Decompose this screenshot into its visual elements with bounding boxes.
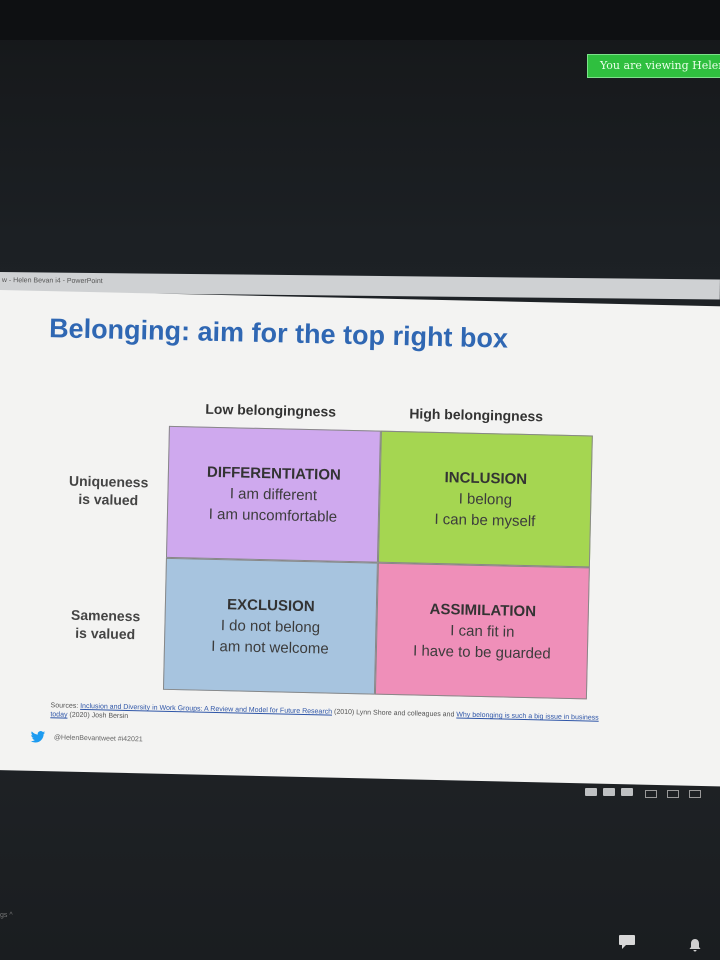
cell-title: DIFFERENTIATION bbox=[206, 463, 342, 484]
normal-view-icon[interactable] bbox=[645, 790, 657, 798]
cell-assimilation: ASSIMILATION I can fit in I have to be g… bbox=[374, 562, 590, 700]
viewing-banner: You are viewing Helen bbox=[587, 54, 720, 78]
row-header-line: Uniqueness bbox=[68, 472, 149, 491]
window-title: w - Helen Bevan i4 - PowerPoint bbox=[1, 277, 103, 286]
presentation-slide: Belonging: aim for the top right box Low… bbox=[0, 290, 720, 787]
cell-line: I am not welcome bbox=[211, 637, 329, 658]
twitter-footer: @HelenBevantweet #i42021 bbox=[30, 731, 143, 746]
sources-note: Sources: Inclusion and Diversity in Work… bbox=[50, 701, 610, 732]
cell-line: I can be myself bbox=[434, 510, 536, 530]
row-header-line: is valued bbox=[75, 624, 136, 643]
chat-icon[interactable] bbox=[618, 934, 636, 950]
notification-icon[interactable] bbox=[688, 938, 702, 952]
cell-line: I have to be guarded bbox=[412, 641, 551, 663]
column-header-high: High belongingness bbox=[409, 405, 544, 425]
sorter-view-icon[interactable] bbox=[667, 790, 679, 798]
twitter-bird-icon bbox=[30, 731, 46, 743]
cell-title: INCLUSION bbox=[444, 468, 528, 488]
cell-differentiation: DIFFERENTIATION I am different I am unco… bbox=[165, 425, 381, 563]
twitter-handle: @HelenBevantweet #i42021 bbox=[53, 733, 143, 743]
slide-menu-button[interactable] bbox=[603, 788, 615, 796]
top-dark-bar bbox=[0, 0, 720, 40]
slide-title: Belonging: aim for the top right box bbox=[48, 313, 509, 354]
column-header-low: Low belongingness bbox=[205, 400, 337, 420]
reading-view-icon[interactable] bbox=[689, 790, 701, 798]
cell-line: I belong bbox=[458, 489, 513, 509]
sources-prefix: Sources: bbox=[50, 702, 79, 710]
row-header-uniqueness: Uniqueness is valued bbox=[53, 471, 164, 509]
view-mode-controls bbox=[645, 790, 701, 798]
previous-slide-button[interactable] bbox=[585, 788, 597, 796]
row-header-line: is valued bbox=[78, 490, 139, 509]
next-slide-button[interactable] bbox=[621, 788, 633, 796]
cell-line: I am different bbox=[229, 484, 318, 504]
sources-mid: (2010) Lynn Shore and colleagues and bbox=[333, 708, 455, 719]
cell-line: I do not belong bbox=[220, 616, 321, 636]
cell-inclusion: INCLUSION I belong I can be myself bbox=[377, 430, 593, 568]
belonging-matrix: DIFFERENTIATION I am different I am unco… bbox=[162, 425, 593, 700]
cell-title: EXCLUSION bbox=[226, 595, 315, 615]
row-header-sameness: Sameness is valued bbox=[50, 605, 161, 643]
cell-line: I can fit in bbox=[450, 621, 515, 641]
cell-line: I am uncomfortable bbox=[208, 505, 338, 526]
taskbar-label: gs ^ bbox=[0, 912, 13, 919]
slide-nav-controls bbox=[585, 788, 633, 796]
sources-suffix: (2020) Josh Bersin bbox=[69, 711, 129, 721]
cell-title: ASSIMILATION bbox=[429, 600, 537, 620]
cell-exclusion: EXCLUSION I do not belong I am not welco… bbox=[162, 557, 378, 695]
